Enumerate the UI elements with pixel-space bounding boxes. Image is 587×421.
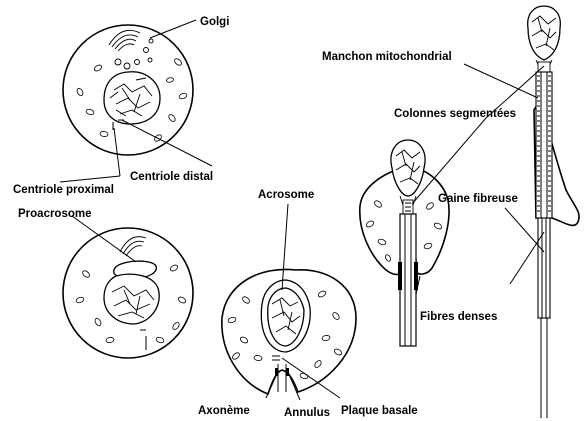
label-proacrosome: Proacrosome (18, 208, 92, 220)
label-centriole-proximal: Centriole proximal (13, 184, 114, 196)
label-centriole-distal: Centriole distal (130, 171, 213, 183)
stage-mature-spermatozoon (528, 6, 579, 418)
stage-golgi-cell (63, 25, 193, 155)
stage-proacrosome-cell (63, 228, 193, 358)
label-colonnes-segmentees: Colonnes segmentées (394, 108, 516, 120)
label-fibres-denses: Fibres denses (420, 311, 497, 323)
nucleus-2 (104, 274, 159, 324)
label-annulus: Annulus (284, 407, 330, 419)
label-manchon-mitochondrial: Manchon mitochondrial (322, 51, 452, 63)
label-golgi: Golgi (200, 16, 229, 28)
label-axoneme: Axonème (198, 405, 250, 417)
label-acrosome: Acrosome (258, 189, 314, 201)
label-plaque-basale: Plaque basale (341, 405, 418, 417)
nucleus (104, 72, 160, 124)
label-gaine-fibreuse: Gaine fibreuse (438, 193, 518, 205)
